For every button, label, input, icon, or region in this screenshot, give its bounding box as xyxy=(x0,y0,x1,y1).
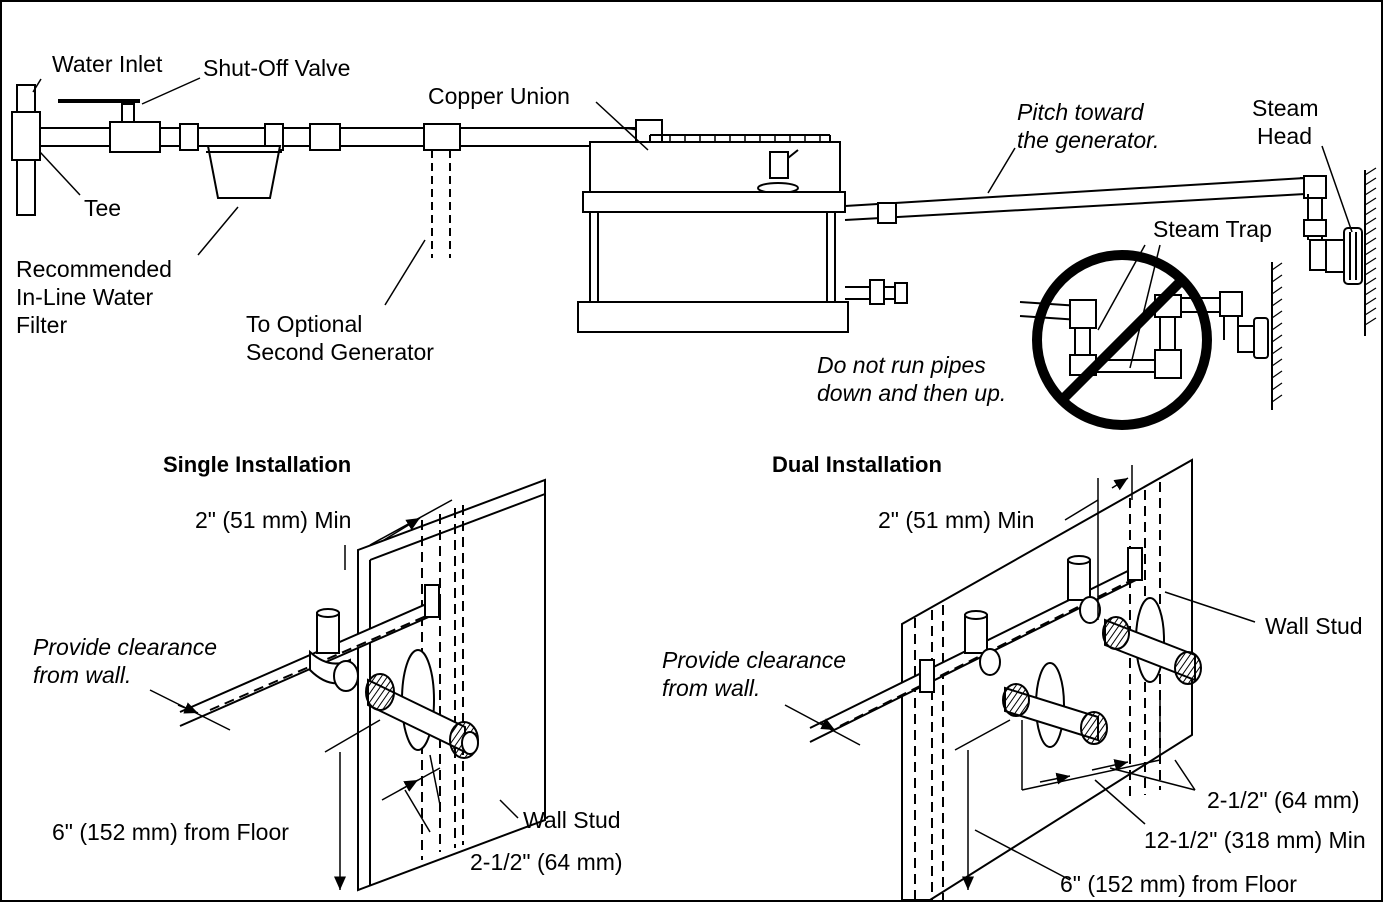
label-filter-2: In-Line Water xyxy=(16,284,154,310)
label-shutoff-valve: Shut-Off Valve xyxy=(203,55,350,81)
dual-installation-illustration xyxy=(809,458,1202,901)
single-title: Single Installation xyxy=(163,452,351,477)
label-do-not-1: Do not run pipes xyxy=(817,352,986,378)
label-water-inlet: Water Inlet xyxy=(52,51,163,77)
label-tee: Tee xyxy=(84,195,121,221)
dual-center-label: 12-1/2" (318 mm) Min xyxy=(1144,827,1366,853)
single-dimension-lines xyxy=(149,499,519,890)
label-pitch-1: Pitch toward xyxy=(1017,99,1145,125)
label-optional-2: Second Generator xyxy=(246,339,434,365)
top-plumbing-illustration xyxy=(11,84,1377,336)
label-steam-head-2: Head xyxy=(1257,123,1312,149)
single-floor-label: 6" (152 mm) from Floor xyxy=(52,819,289,845)
dual-dimension-lines xyxy=(784,465,1256,890)
dual-labels: Dual Installation 2" (51 mm) Min Wall St… xyxy=(662,452,1366,897)
single-clearance-1: Provide clearance xyxy=(33,634,217,660)
single-stud-label: Wall Stud xyxy=(523,807,621,833)
dual-title: Dual Installation xyxy=(772,452,942,477)
label-do-not-2: down and then up. xyxy=(817,380,1006,406)
dual-spacing-label: 2-1/2" (64 mm) xyxy=(1207,787,1360,813)
dual-clearance-1: Provide clearance xyxy=(662,647,846,673)
dual-min-label: 2" (51 mm) Min xyxy=(878,507,1034,533)
single-min-label: 2" (51 mm) Min xyxy=(195,507,351,533)
single-labels: Single Installation 2" (51 mm) Min Provi… xyxy=(33,452,623,875)
no-symbol-icon xyxy=(1032,250,1212,430)
label-steam-head-1: Steam xyxy=(1252,95,1318,121)
label-optional-1: To Optional xyxy=(246,311,362,337)
top-leader-lines xyxy=(32,77,1353,369)
steam-trap-prohibited-illustration xyxy=(1019,262,1283,410)
single-clearance-2: from wall. xyxy=(33,662,131,688)
label-copper-union: Copper Union xyxy=(428,83,570,109)
label-filter-3: Filter xyxy=(16,312,67,338)
dual-floor-label: 6" (152 mm) from Floor xyxy=(1060,871,1297,897)
top-labels: Water Inlet Shut-Off Valve Tee Recommend… xyxy=(16,51,1318,406)
label-steam-trap: Steam Trap xyxy=(1153,216,1272,242)
single-spacing-label: 2-1/2" (64 mm) xyxy=(470,849,623,875)
dual-stud-label: Wall Stud xyxy=(1265,613,1363,639)
dual-clearance-2: from wall. xyxy=(662,675,760,701)
label-filter-1: Recommended xyxy=(16,256,172,282)
label-pitch-2: the generator. xyxy=(1017,127,1159,153)
